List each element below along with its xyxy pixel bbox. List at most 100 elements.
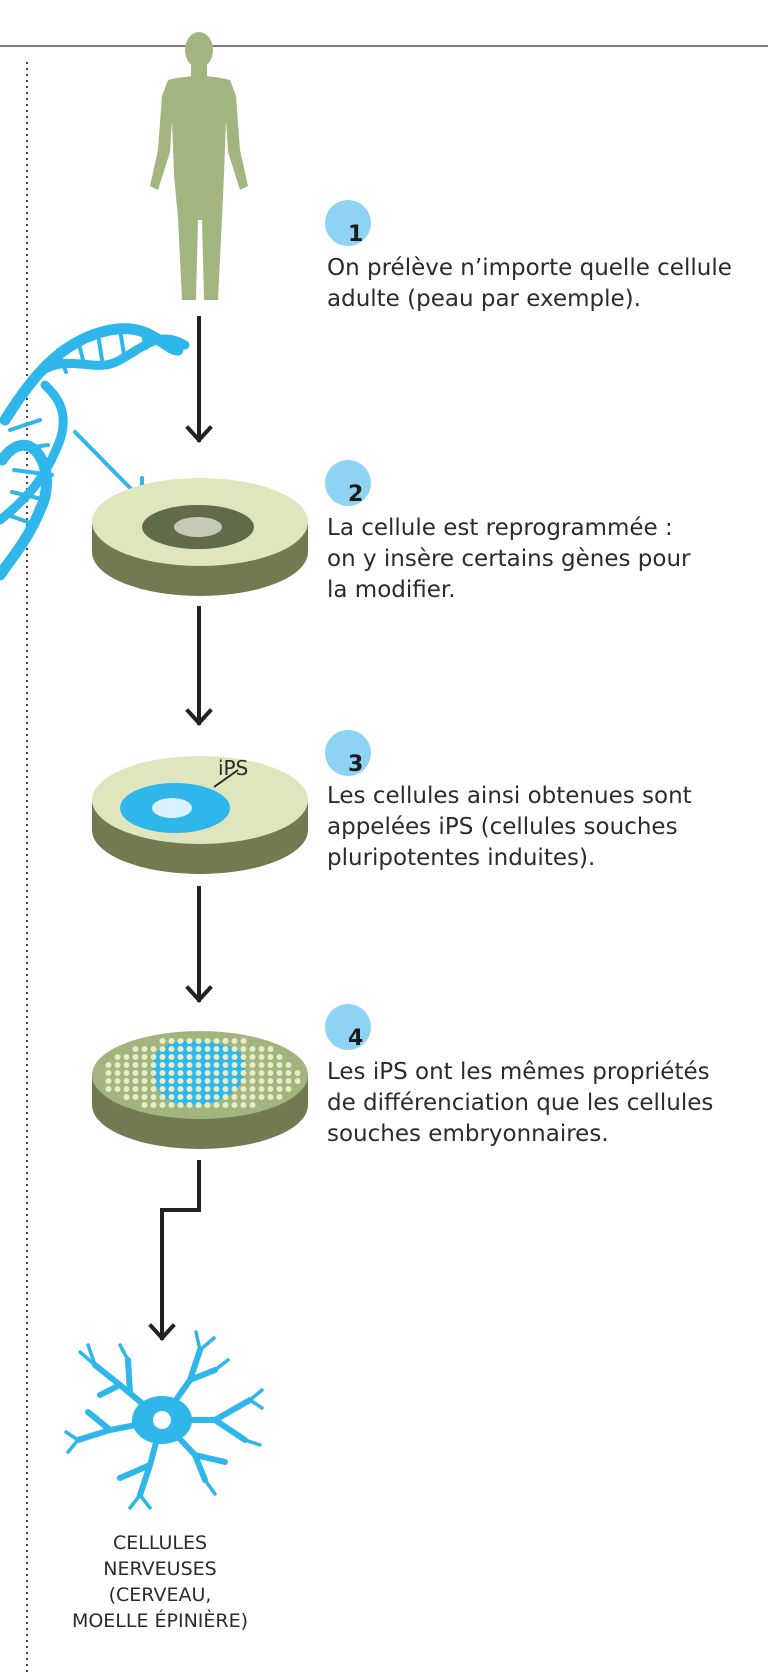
cell-dot [123,1062,130,1068]
cell-dot [222,1062,229,1068]
cell-dot [258,1086,265,1092]
nerve-cells-label: CELLULES NERVEUSES (CERVEAU, MOELLE ÉPIN… [71,1532,249,1632]
cell-dot [114,1062,121,1068]
cell-dot [168,1070,175,1076]
cell-dot [141,1078,148,1084]
cell-dot [159,1046,166,1052]
cell-dot [204,1046,211,1052]
cell-dot [276,1070,283,1076]
cell-dot [204,1094,211,1100]
cell-dot [114,1054,121,1060]
cell-dot [222,1054,229,1060]
cell-dot [294,1078,301,1084]
cell-dot [150,1070,157,1076]
cell-dot [123,1086,130,1092]
cell-dot [195,1102,202,1108]
cell-dot [168,1062,175,1068]
cell-dot [276,1086,283,1092]
cell-dot [186,1102,193,1108]
cell-dot [177,1046,184,1052]
step-description: La cellule est reprogrammée : on y insèr… [327,515,691,603]
cell-dot [258,1070,265,1076]
cell-dot [132,1086,139,1092]
cell-dot [249,1062,256,1068]
cell-dot [168,1102,175,1108]
cell-dot [267,1046,274,1052]
ips-label: iPS [218,756,249,780]
cell-dot [267,1086,274,1092]
cell-dot [186,1046,193,1052]
cell-dot [240,1078,247,1084]
cell-dot [276,1078,283,1084]
cell-dot [258,1062,265,1068]
cell-dot [258,1054,265,1060]
cell-dot [249,1054,256,1060]
cell-dot [285,1070,292,1076]
cell-dot [213,1078,220,1084]
cell-dot [240,1046,247,1052]
cell-dot [195,1094,202,1100]
cell-dot [132,1054,139,1060]
cell-dot [222,1102,229,1108]
petri-dish-icon [92,1031,308,1149]
cell-dot [240,1086,247,1092]
cell-dot [231,1038,238,1044]
cell-dot [114,1086,121,1092]
cell-dot [231,1102,238,1108]
cell-dot [240,1102,247,1108]
cell-dot [231,1094,238,1100]
cell-dot [231,1046,238,1052]
cell-dot [285,1086,292,1092]
cell-dot [213,1062,220,1068]
cell-dot [159,1038,166,1044]
cell-dot [186,1094,193,1100]
cell-dot [177,1078,184,1084]
cell-dot [195,1046,202,1052]
cell-dot [150,1054,157,1060]
cell-dot [150,1062,157,1068]
cell-dot [123,1078,130,1084]
cell-dot [159,1078,166,1084]
cell-dot [159,1062,166,1068]
cell-dot [141,1086,148,1092]
cell-dot [159,1054,166,1060]
cell-dot [132,1078,139,1084]
cell-dot [141,1070,148,1076]
cell-dot [168,1054,175,1060]
cell-dot [159,1086,166,1092]
cell-dot [213,1038,220,1044]
cell-dot [213,1054,220,1060]
cell-dot [258,1046,265,1052]
cell-dot [231,1070,238,1076]
cell-dot [204,1070,211,1076]
cell-dot [276,1094,283,1100]
cell-dot [231,1078,238,1084]
step-description: Les cellules ainsi obtenues sont appelée… [327,783,692,871]
cell-dot [204,1078,211,1084]
ips-pointer-line [213,769,239,788]
cell-dot [267,1062,274,1068]
cell-dot [141,1054,148,1060]
cell-dot [195,1054,202,1060]
cell-dot [168,1038,175,1044]
cell-dot [150,1102,157,1108]
cell-dot [114,1078,121,1084]
cell-dot [105,1078,112,1084]
cell-dot [159,1094,166,1100]
cell-dot [240,1054,247,1060]
cell-dot [132,1070,139,1076]
cell-dot [195,1038,202,1044]
cell-dot [186,1054,193,1060]
cell-dot [249,1086,256,1092]
cell-dot [276,1062,283,1068]
cell-dot [267,1054,274,1060]
cell-dot [276,1054,283,1060]
cell-dot [204,1038,211,1044]
cell-dot [249,1046,256,1052]
cell-dot [231,1062,238,1068]
step-number-badge: 4 [325,1004,371,1051]
cell-dot [240,1094,247,1100]
cell-dot [222,1078,229,1084]
